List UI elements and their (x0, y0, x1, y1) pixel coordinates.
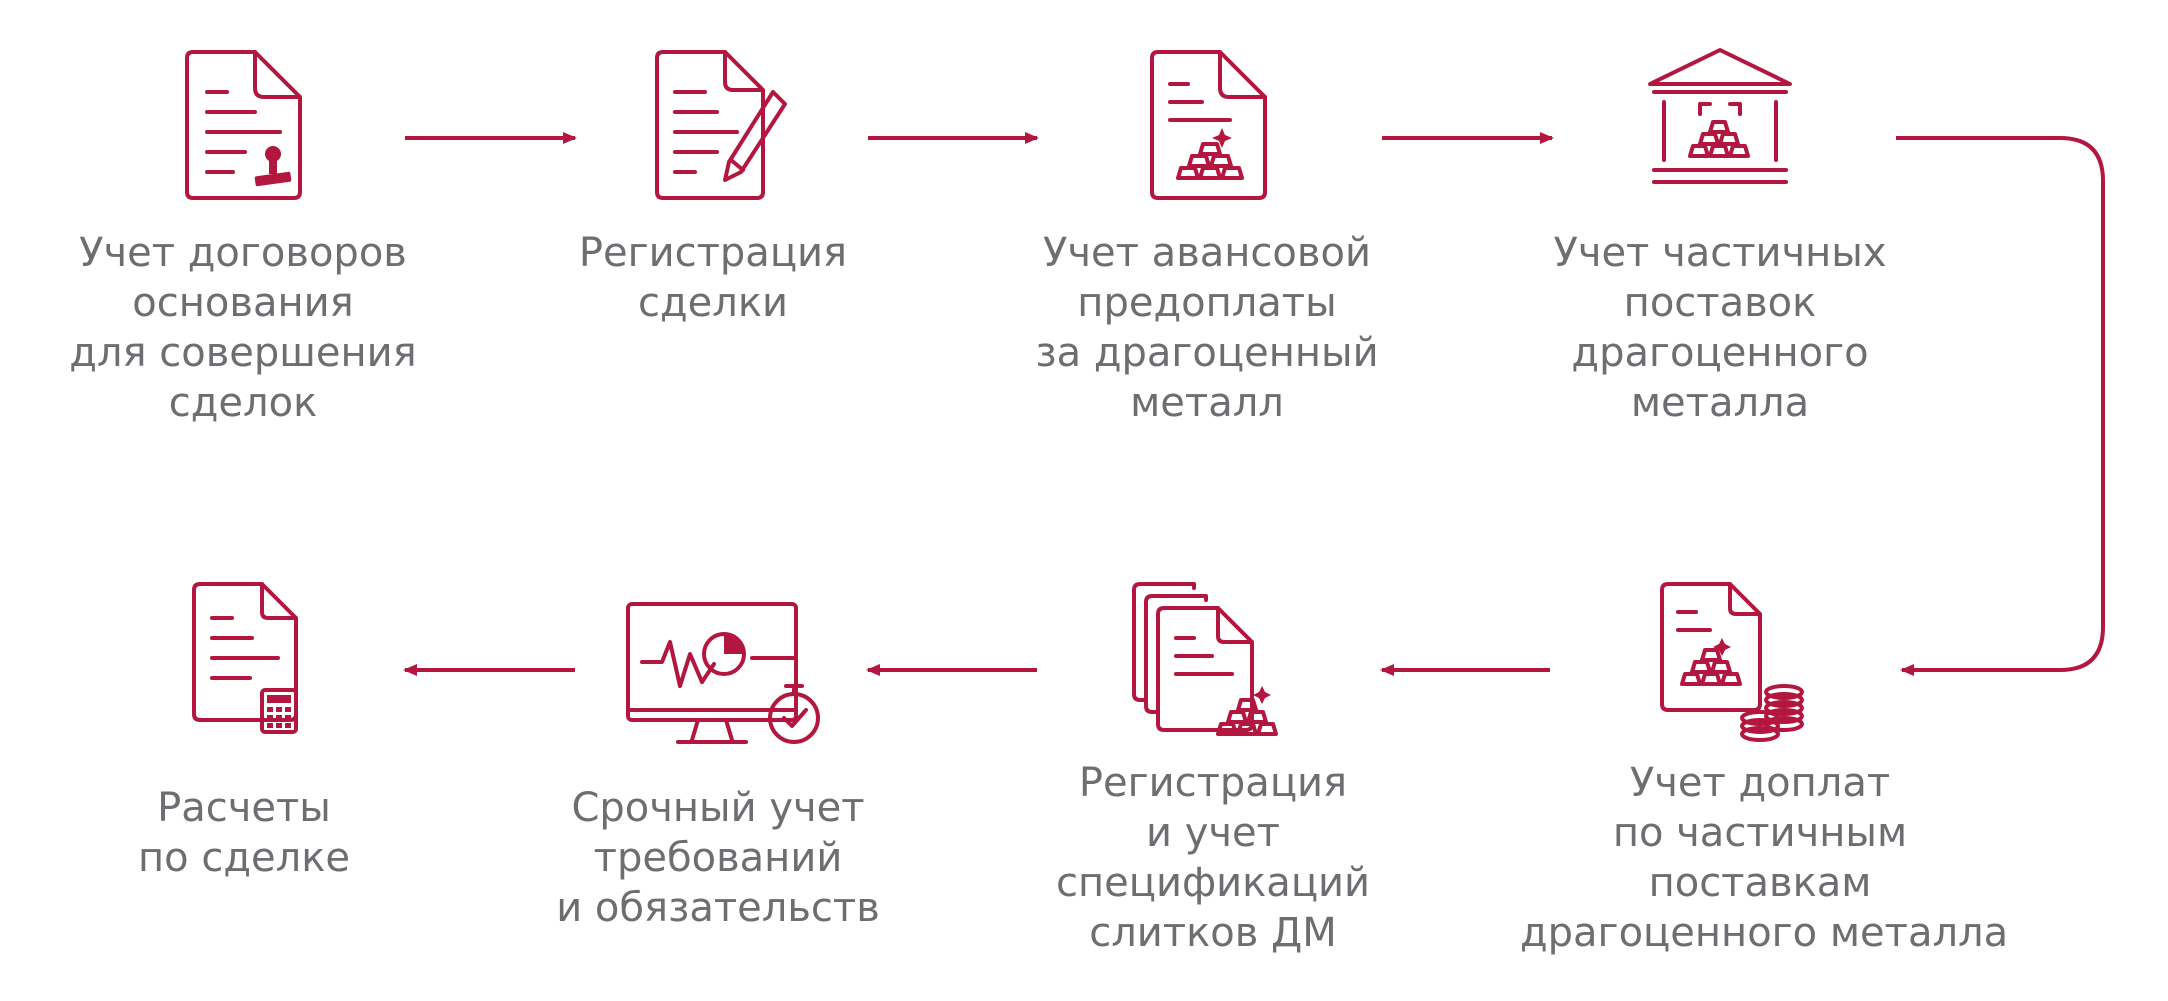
step-2-label: Регистрация сделки (503, 228, 923, 328)
step-4-line-2: поставок (1623, 280, 1817, 326)
step-8-line-1: Расчеты (157, 785, 331, 831)
step-3-line-1: Учет авансовой (1043, 230, 1371, 276)
step-4-label: Учет частичных поставок драгоценного мет… (1510, 228, 1930, 428)
step-6-line-1: Регистрация (1078, 760, 1348, 806)
step-1-label: Учет договоров основания для совершения … (33, 228, 453, 428)
step-6-line-2: и учет (1146, 810, 1280, 856)
step-3-line-4: металл (1130, 380, 1284, 426)
step-1-line-3: для совершения (69, 330, 417, 376)
step-2-line-2: сделки (638, 280, 788, 326)
flow-arrows (403, 132, 2105, 676)
contract-stamp-icon (185, 50, 302, 200)
document-gold-bars-icon (1150, 50, 1267, 200)
step-7-line-1: Срочный учет (571, 785, 865, 831)
step-7-label: Срочный учет требований и обязательств (508, 783, 928, 933)
step-1-line-2: основания (132, 280, 354, 326)
step-6-label: Регистрация и учет спецификаций слитков … (1003, 758, 1423, 958)
step-1-line-1: Учет договоров (79, 230, 407, 276)
step-5-label: Учет доплат по частичным поставкам драго… (1520, 758, 2009, 958)
step-5-line-4: драгоценного металла (1520, 910, 2009, 956)
step-6-line-4: слитков ДМ (1089, 910, 1337, 956)
arrow-step4-step5 (1896, 136, 2105, 676)
step-4-line-4: металла (1630, 380, 1810, 426)
step-7-line-3: и обязательств (556, 885, 880, 931)
document-stack-gold-icon (1132, 582, 1278, 736)
step-7-line-2: требований (593, 835, 843, 881)
step-3-line-3: за драгоценный (1035, 330, 1379, 376)
bank-gold-bars-icon (1648, 48, 1792, 184)
step-8-line-2: по сделке (138, 835, 350, 881)
step-5-line-1: Учет доплат (1629, 760, 1891, 806)
step-1-line-4: сделок (168, 380, 318, 426)
document-calculator-icon (192, 582, 298, 734)
document-gold-coins-icon (1660, 582, 1804, 742)
step-4-line-1: Учет частичных (1553, 230, 1887, 276)
step-5-line-2: по частичным (1612, 810, 1908, 856)
step-3-label: Учет авансовой предоплаты за драгоценный… (997, 228, 1417, 428)
document-pencil-icon (655, 50, 787, 200)
step-4-line-3: драгоценного (1571, 330, 1869, 376)
step-5-line-3: поставкам (1648, 860, 1872, 906)
step-3-line-2: предоплаты (1077, 280, 1337, 326)
step-8-label: Расчеты по сделке (34, 783, 454, 883)
step-2-line-1: Регистрация (578, 230, 848, 276)
step-6-line-3: спецификаций (1055, 860, 1371, 906)
monitor-chart-stopwatch-icon (626, 602, 820, 744)
